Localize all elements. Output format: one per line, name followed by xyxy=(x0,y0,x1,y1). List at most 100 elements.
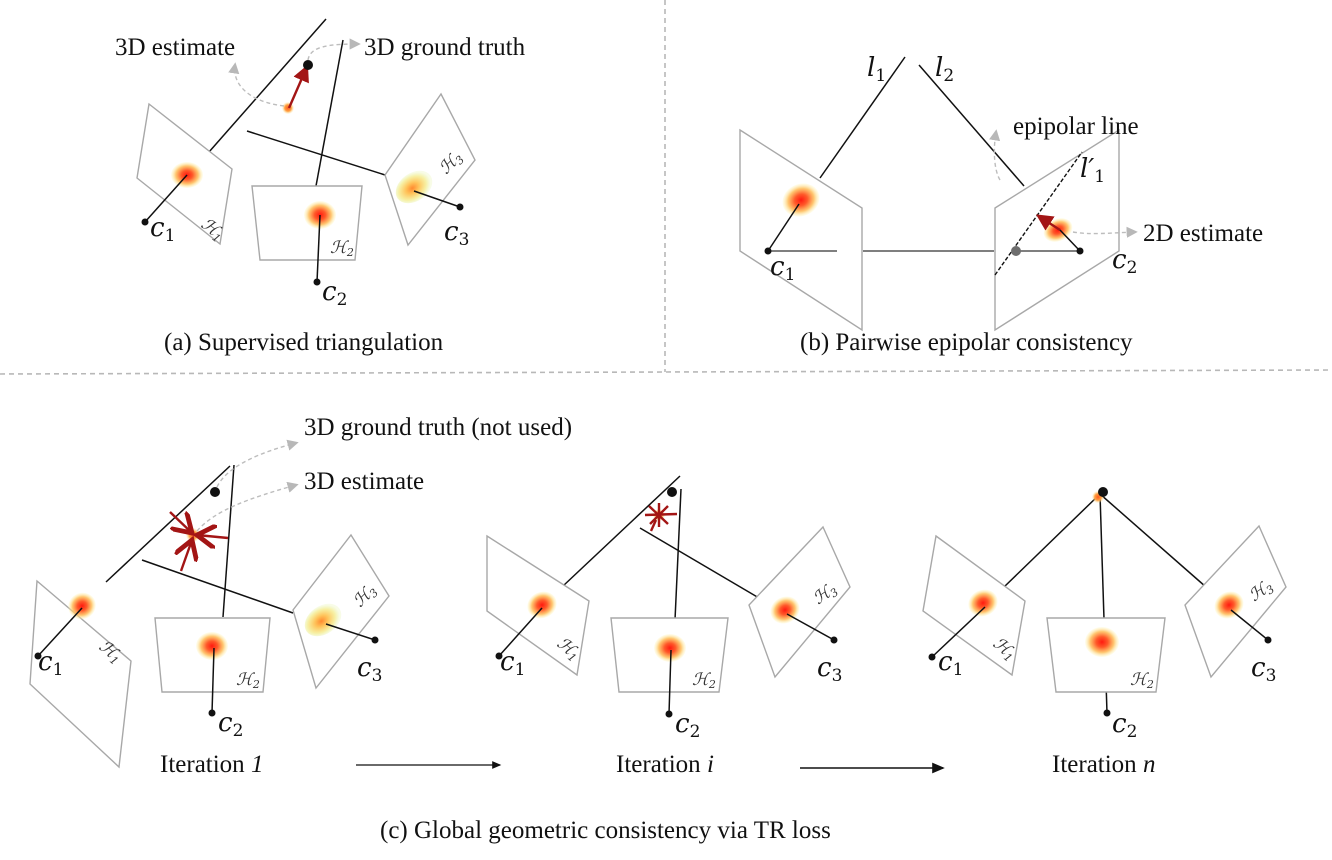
camera-label-2: c2 xyxy=(218,708,243,741)
camera-ray-2 xyxy=(668,649,672,715)
ground-truth-point xyxy=(303,60,313,70)
label-2d-estimate: 2D estimate xyxy=(1143,220,1263,247)
camera-label-3: c3 xyxy=(357,653,382,686)
epipole xyxy=(1011,246,1021,256)
ray-l1 xyxy=(819,56,906,179)
camera-label-1: c1 xyxy=(500,647,525,680)
image-plane-1 xyxy=(739,128,863,332)
caption-b: (b) Pairwise epipolar consistency xyxy=(800,329,1133,356)
camera-label-2: c2 xyxy=(1112,709,1137,742)
camera-label-3: c3 xyxy=(817,653,842,686)
caption-c: (c) Global geometric consistency via TR … xyxy=(380,817,831,844)
heatmap-label-2: ℋ2 xyxy=(236,670,260,691)
annotation-arrow-epipolar xyxy=(989,129,1001,181)
camera-center-3 xyxy=(456,203,464,211)
iteration-label-n: Iteration n xyxy=(1052,751,1155,778)
ray-l2 xyxy=(918,64,1025,187)
residual-arrow-3 xyxy=(181,540,192,572)
ray-c1 xyxy=(208,18,327,153)
camera-center-1 xyxy=(141,218,149,226)
camera-ray-3 xyxy=(786,613,835,641)
camera-label-1: c1 xyxy=(38,647,63,680)
heatmap-blob-3 xyxy=(304,603,342,637)
heatmap-blob-1 xyxy=(968,589,998,617)
ray-c1 xyxy=(105,465,231,583)
ray-c2 xyxy=(674,488,682,621)
camera-ray-b1 xyxy=(767,203,800,252)
camera-center-1 xyxy=(34,652,42,660)
panel-a: 3D estimate 3D ground truth c1 c2 c3 ℋ1 … xyxy=(115,18,526,356)
heatmap-blob-3 xyxy=(1214,591,1244,619)
camera-center-3 xyxy=(371,636,379,644)
ground-truth-point xyxy=(667,487,677,497)
heatmap-plane-1 xyxy=(29,579,132,769)
camera-label-1: c1 xyxy=(150,213,175,246)
heatmap-blob-1 xyxy=(527,591,557,619)
epipolar-line xyxy=(994,151,1083,276)
heatmap-blob-b1 xyxy=(782,183,820,217)
camera-center-2 xyxy=(665,710,673,718)
caption-a: (a) Supervised triangulation xyxy=(164,329,444,356)
camera-ray-1 xyxy=(144,174,188,223)
ray-c3 xyxy=(246,130,405,182)
camera-label-b1: c1 xyxy=(770,252,795,285)
camera-center-2 xyxy=(208,709,216,717)
annotation-arrow-ground-truth xyxy=(307,38,361,61)
camera-ray-1 xyxy=(37,607,83,657)
iteration-label-i: Iteration i xyxy=(616,751,714,778)
camera-center-2 xyxy=(1103,709,1111,717)
residual-arrows xyxy=(644,503,678,532)
label-l1-prime: l′1 xyxy=(1080,154,1105,187)
camera-center-1 xyxy=(928,653,936,661)
correction-arrow xyxy=(287,64,309,109)
heatmap-blob-1 xyxy=(68,592,96,620)
camera-ray-1 xyxy=(931,606,986,658)
label-l2: l2 xyxy=(935,53,954,86)
camera-ray-3 xyxy=(1230,609,1269,641)
heatmap-label-2: ℋ2 xyxy=(1130,670,1154,691)
ground-truth-point xyxy=(210,487,220,497)
heatmap-blob-3 xyxy=(395,170,433,204)
camera-ray-2 xyxy=(316,214,321,283)
camera-ray-b2 xyxy=(1059,229,1081,252)
heatmap-plane-3 xyxy=(384,92,476,247)
camera-label-1: c1 xyxy=(938,647,963,680)
camera-center-b2 xyxy=(1076,247,1084,255)
heatmap-plane-3 xyxy=(748,525,851,679)
label-3d-estimate: 3D estimate xyxy=(304,468,424,495)
residual-arrow-1 xyxy=(169,512,192,533)
ray-c3 xyxy=(141,559,294,614)
heatmap-blob-2 xyxy=(654,634,686,662)
panel-c-iteration-i: c1 c2 c3 ℋ1 ℋ2 ℋ3 Iteration i xyxy=(486,475,851,778)
label-3d-estimate: 3D estimate xyxy=(115,34,235,61)
camera-label-2: c2 xyxy=(322,277,347,310)
ground-truth-point xyxy=(1098,487,1108,497)
estimate-blob-3d xyxy=(282,102,294,114)
camera-label-3: c3 xyxy=(1251,653,1276,686)
annotation-arrow-ground-truth xyxy=(216,439,299,488)
label-3d-ground-truth: 3D ground truth (not used) xyxy=(304,414,572,441)
ray-c3 xyxy=(1099,493,1207,588)
annotation-arrow-2d xyxy=(1072,226,1138,238)
ray-c1 xyxy=(1003,493,1101,588)
panel-c-iteration-n: c1 c2 c3 ℋ1 ℋ2 ℋ3 Iteration n xyxy=(922,487,1287,778)
heatmap-label-2: ℋ2 xyxy=(692,670,716,691)
panel-b: l1 l2 l′1 epipolar line 2D estimate c1 c… xyxy=(739,53,1263,356)
camera-label-3: c3 xyxy=(444,217,469,250)
annotation-arrow-estimate xyxy=(228,62,285,107)
camera-ray-2 xyxy=(211,647,215,714)
camera-center-2 xyxy=(313,278,321,286)
label-epipolar-line: epipolar line xyxy=(1013,113,1139,140)
iteration-label-1: Iteration 1 xyxy=(160,751,263,778)
label-3d-ground-truth: 3D ground truth xyxy=(364,34,526,61)
camera-center-b1 xyxy=(764,247,772,255)
divider-horizontal xyxy=(0,369,1332,375)
heatmap-plane-3 xyxy=(292,533,390,690)
camera-center-1 xyxy=(495,652,503,660)
heatmap-blob-2 xyxy=(1085,627,1119,657)
ray-c2 xyxy=(315,39,344,187)
camera-center-3 xyxy=(1264,636,1272,644)
camera-center-3 xyxy=(830,636,838,644)
epipolar-correction-arrow xyxy=(1035,214,1061,232)
ray-c1 xyxy=(562,475,681,587)
